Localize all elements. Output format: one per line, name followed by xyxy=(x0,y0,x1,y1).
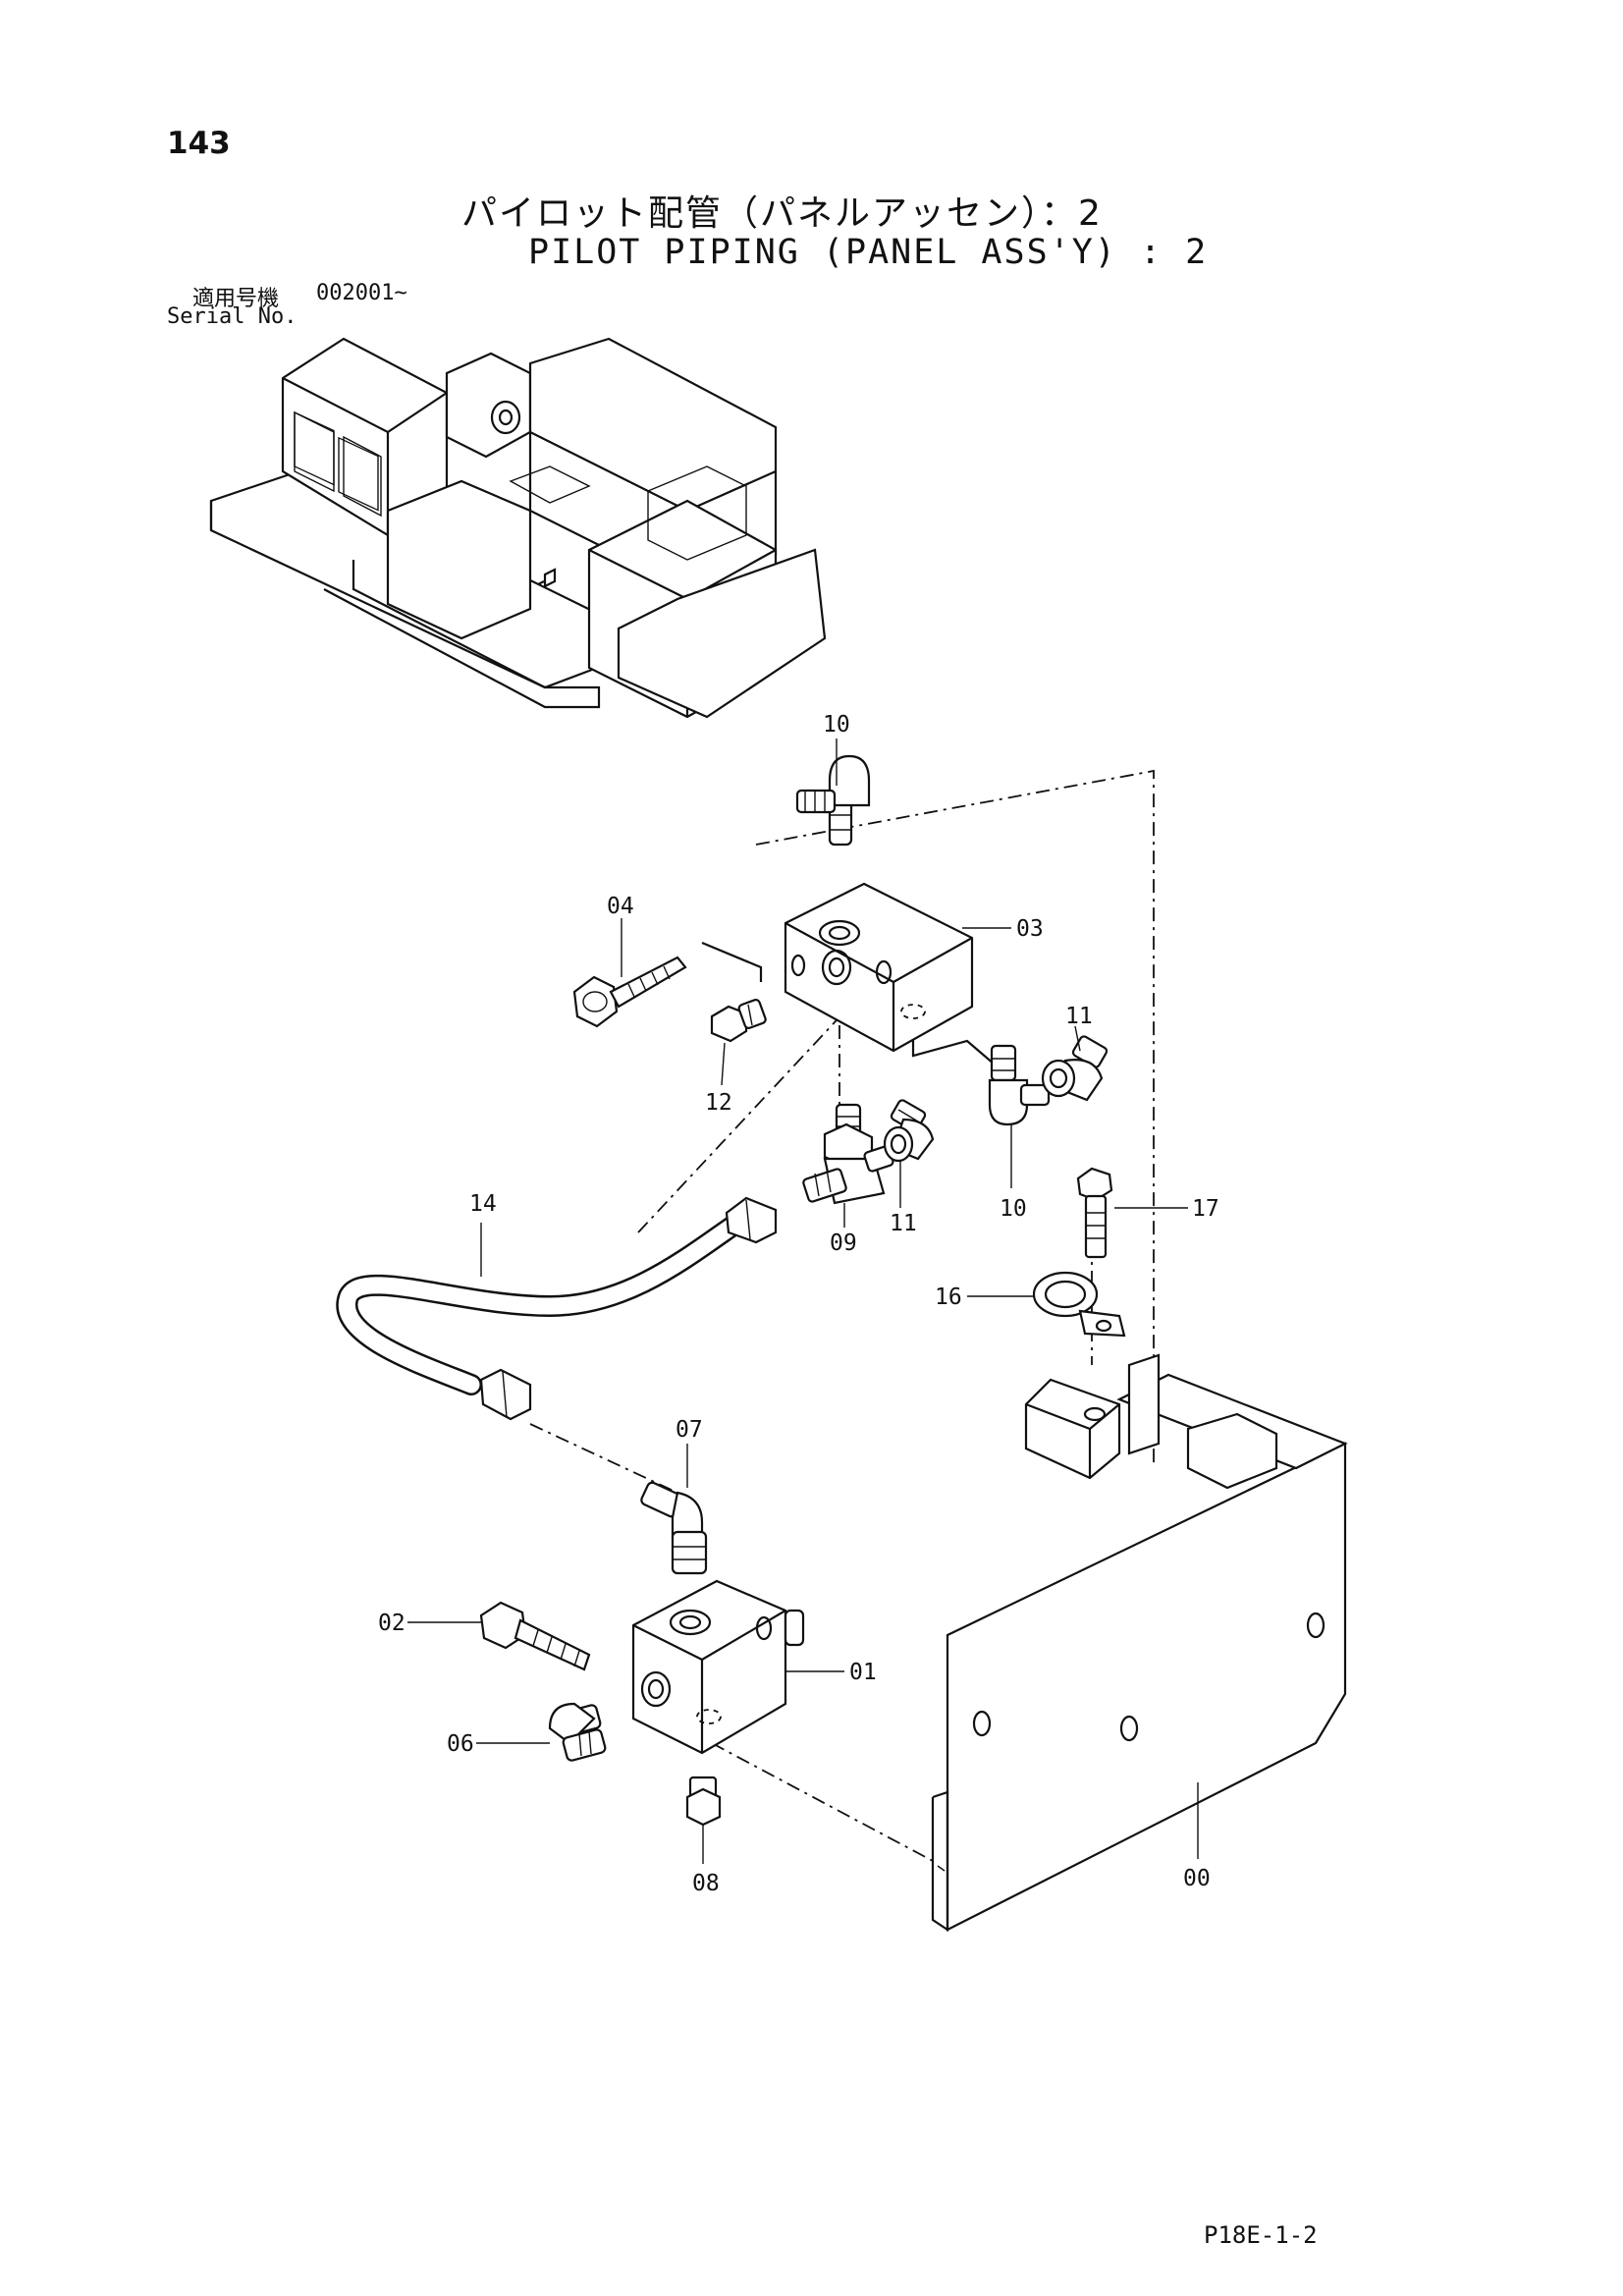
hose-14 xyxy=(336,1196,778,1421)
callout-10-right: 10 xyxy=(1000,1196,1027,1222)
tee-fitting-09 xyxy=(802,1103,894,1205)
title-english: PILOT PIPING (PANEL ASS'Y) : 2 xyxy=(528,233,1209,272)
callout-01: 01 xyxy=(849,1660,877,1685)
callout-leaders xyxy=(407,738,1199,1864)
serial-label-english: Serial No. xyxy=(167,304,298,329)
footer-code: P18E-1-2 xyxy=(1204,2221,1318,2249)
callout-04: 04 xyxy=(607,894,634,919)
plug-08 xyxy=(685,1776,722,1827)
callout-07: 07 xyxy=(676,1417,703,1443)
elbow-fitting-11-right xyxy=(1041,1035,1109,1102)
valve-block-03 xyxy=(784,882,974,1053)
panel-00 xyxy=(931,1353,1348,1933)
clamp-16 xyxy=(1032,1271,1126,1338)
plug-12 xyxy=(710,998,767,1043)
callout-08: 08 xyxy=(692,1871,720,1896)
callout-02: 02 xyxy=(378,1611,406,1636)
callout-14: 14 xyxy=(469,1191,497,1217)
valve-block-01 xyxy=(631,1579,805,1755)
bolt-02 xyxy=(479,1601,591,1671)
elbow-fitting-10-right xyxy=(988,1044,1051,1126)
callout-00: 00 xyxy=(1183,1866,1211,1891)
callout-11-mid: 11 xyxy=(890,1211,917,1236)
elbow-fitting-06 xyxy=(548,1702,607,1762)
callout-12: 12 xyxy=(705,1090,732,1116)
title-japanese: パイロット配管（パネルアッセン）：2 xyxy=(461,193,1103,234)
callout-10-top: 10 xyxy=(823,712,850,738)
serial-label-japanese: 適用号機 xyxy=(192,287,280,311)
callout-16: 16 xyxy=(935,1285,962,1310)
serial-value: 002001~ xyxy=(316,281,407,305)
machine-overview-illustration xyxy=(209,337,827,719)
bolt-17 xyxy=(1076,1167,1113,1259)
callout-11-right: 11 xyxy=(1065,1004,1093,1029)
callout-03: 03 xyxy=(1016,916,1044,942)
page-number: 143 xyxy=(167,126,231,161)
callout-09: 09 xyxy=(830,1230,857,1256)
elbow-fitting-11-mid xyxy=(883,1099,935,1163)
mounting-bracket xyxy=(1024,1378,1121,1480)
callout-06: 06 xyxy=(447,1731,474,1757)
callout-17: 17 xyxy=(1192,1196,1219,1222)
bolt-04 xyxy=(572,956,687,1028)
elbow-fitting-10-top xyxy=(795,754,871,847)
elbow-fitting-07 xyxy=(640,1481,708,1575)
